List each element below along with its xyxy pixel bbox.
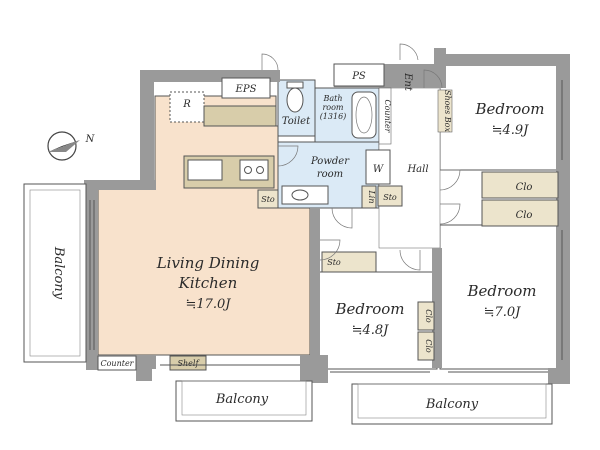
- eps-label: EPS: [235, 84, 257, 95]
- shelf-label: Shelf: [178, 359, 201, 368]
- ldk-label-2: Kitchen: [178, 274, 238, 292]
- ldk-area: ≒17.0J: [185, 297, 231, 312]
- windows: [89, 80, 563, 373]
- w-label: W: [373, 164, 384, 175]
- ldk-label-1: Living Dining: [156, 254, 260, 272]
- kitchen-back-counter: [203, 105, 277, 127]
- eps-box: [221, 77, 271, 99]
- toilet-label: Toilet: [282, 116, 311, 127]
- entrance-door: [399, 43, 419, 61]
- bedroom-top-floor: [439, 63, 559, 171]
- closet-2: [481, 199, 559, 227]
- balcony-left-label: Balcony: [51, 246, 66, 300]
- bedroom-top-label: Bedroom: [475, 100, 545, 118]
- counter-entrance: [378, 87, 392, 145]
- sto-kitchen-label: Sto: [261, 195, 275, 204]
- bath-label-2: room: [322, 103, 343, 112]
- balcony-bottom-left-label: Balcony: [215, 392, 269, 407]
- storage-hall: [321, 251, 377, 273]
- bath-label-1: Bath: [322, 94, 342, 103]
- balcony-bottom-right-label: Balcony: [425, 397, 479, 412]
- bedroom-mid-label: Bedroom: [335, 300, 405, 318]
- balcony-bottom-right: Balcony: [351, 383, 553, 425]
- washing-machine-space: [365, 149, 391, 185]
- clo-4-label: Clo: [424, 339, 433, 353]
- doors: [261, 53, 461, 271]
- bedroom-right-area: ≒7.0J: [484, 305, 522, 320]
- vanity: [281, 185, 329, 205]
- bedroom-top-area: ≒4.9J: [492, 123, 530, 138]
- storage-kitchen: [257, 189, 279, 209]
- closet-1: [481, 171, 559, 199]
- linen: [361, 185, 377, 209]
- ps-label: PS: [351, 71, 366, 82]
- north-label: N: [85, 134, 96, 145]
- shoes-box-label: Shoes Box: [443, 90, 452, 133]
- r-label: R: [182, 99, 191, 110]
- refrigerator-space: [169, 91, 205, 123]
- closet-3: [417, 301, 435, 331]
- balcony-bottom-left: Balcony: [175, 380, 313, 422]
- storage-powder: [377, 185, 403, 207]
- entrance-label: Ent: [402, 72, 413, 92]
- closet-4: [417, 331, 435, 361]
- bedroom-right-label: Bedroom: [467, 282, 537, 300]
- counter-entrance-label: Counter: [383, 99, 392, 133]
- ps-box: [333, 63, 385, 87]
- powder-label-1: Powder: [310, 156, 350, 167]
- clo-3-label: Clo: [424, 309, 433, 323]
- hall-label: Hall: [406, 164, 428, 175]
- counter-ldk: [97, 355, 137, 371]
- powder-label-2: room: [317, 169, 343, 180]
- sto-hall-label: Sto: [327, 258, 341, 267]
- clo-2-label: Clo: [516, 210, 533, 221]
- bedroom-mid-area: ≒4.8J: [352, 323, 390, 338]
- shelf: [169, 355, 207, 371]
- bedroom-mid-floor: [317, 271, 438, 370]
- compass-icon: N: [47, 131, 96, 161]
- sink: [187, 159, 223, 181]
- counter-ldk-label: Counter: [100, 359, 134, 368]
- cooktop: [239, 159, 269, 181]
- clo-1-label: Clo: [516, 182, 533, 193]
- lin-label: Lin: [367, 189, 376, 203]
- toilet-fixture: [286, 87, 304, 113]
- bath-label-3: (1316): [320, 112, 347, 121]
- balcony-left: Balcony: [23, 183, 87, 363]
- bathtub: [351, 91, 377, 139]
- sto-powder-label: Sto: [383, 193, 397, 202]
- shoes-box: [437, 89, 453, 133]
